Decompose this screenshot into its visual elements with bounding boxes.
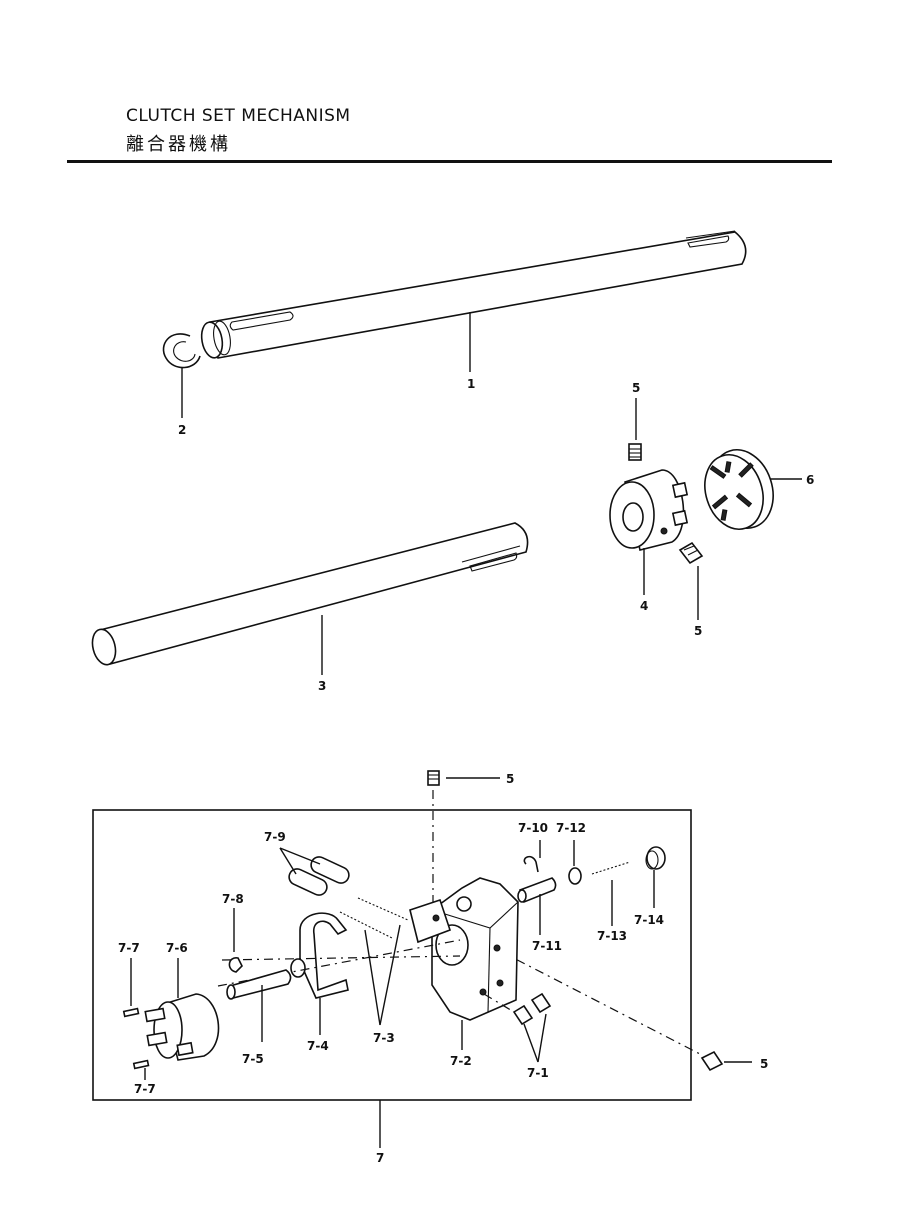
part-7-4-fork xyxy=(290,912,349,1035)
part-5-set-screw-mid xyxy=(678,541,704,620)
part-7-2-clutch-body xyxy=(409,877,519,1050)
label-part-5-assembly-right: 5 xyxy=(760,1057,768,1071)
label-part-7-13: 7-13 xyxy=(597,929,627,943)
part-5-screw-assembly-right xyxy=(497,949,752,1072)
part-7-1-screws xyxy=(483,992,552,1063)
part-7-5-pin xyxy=(226,969,292,1042)
label-part-7-6: 7-6 xyxy=(166,941,188,955)
part-7-12-washer xyxy=(568,840,582,885)
label-part-3: 3 xyxy=(318,679,326,693)
label-part-7: 7 xyxy=(376,1151,384,1165)
part-7-8-e-ring xyxy=(228,908,243,973)
label-part-7-3: 7-3 xyxy=(373,1031,395,1045)
label-part-2: 2 xyxy=(178,423,186,437)
assembly-7-frame xyxy=(92,809,692,1101)
part-7-6-cam-collar xyxy=(144,958,220,1061)
label-part-7-12: 7-12 xyxy=(556,821,586,835)
part-7-9-rollers xyxy=(279,847,350,896)
part-2-retaining-ring xyxy=(162,333,201,418)
part-6-slotted-disc xyxy=(704,449,802,530)
label-part-7-14: 7-14 xyxy=(634,913,664,927)
part-7-10-clip xyxy=(523,840,541,873)
part-7-11-plunger xyxy=(517,877,557,935)
label-part-5-mid: 5 xyxy=(694,624,702,638)
part-5-screw-assembly-top xyxy=(427,770,500,905)
part-1-shaft xyxy=(200,230,747,359)
label-part-4: 4 xyxy=(640,599,648,613)
part-5-set-screw-top xyxy=(628,398,642,461)
assembly-axis-line-2 xyxy=(221,955,461,961)
label-part-5-assembly-top: 5 xyxy=(506,772,514,786)
label-part-6: 6 xyxy=(806,473,814,487)
part-7-14-cap xyxy=(645,846,666,908)
part-7-7-pins xyxy=(122,958,150,1080)
label-part-7-11: 7-11 xyxy=(532,939,562,953)
label-part-7-5: 7-5 xyxy=(242,1052,264,1066)
part-3-shaft xyxy=(91,522,529,666)
label-part-7-8: 7-8 xyxy=(222,892,244,906)
label-part-7-2: 7-2 xyxy=(450,1054,472,1068)
label-part-5-top: 5 xyxy=(632,381,640,395)
label-part-1: 1 xyxy=(467,377,475,391)
diagram-title-chinese: 離合器機構 xyxy=(126,134,231,155)
part-4-collar xyxy=(609,469,689,551)
header-rule xyxy=(67,160,832,163)
part-7-13-spring xyxy=(591,861,631,926)
label-part-7-4: 7-4 xyxy=(307,1039,329,1053)
label-part-7-10: 7-10 xyxy=(518,821,548,835)
label-part-7-7-top: 7-7 xyxy=(118,941,140,955)
label-part-7-7-bottom: 7-7 xyxy=(134,1082,156,1096)
diagram-title-english: CLUTCH SET MECHANISM xyxy=(126,106,351,126)
part-7-3-springs xyxy=(339,897,409,1026)
label-part-7-9: 7-9 xyxy=(264,830,286,844)
label-part-7-1: 7-1 xyxy=(527,1066,549,1080)
